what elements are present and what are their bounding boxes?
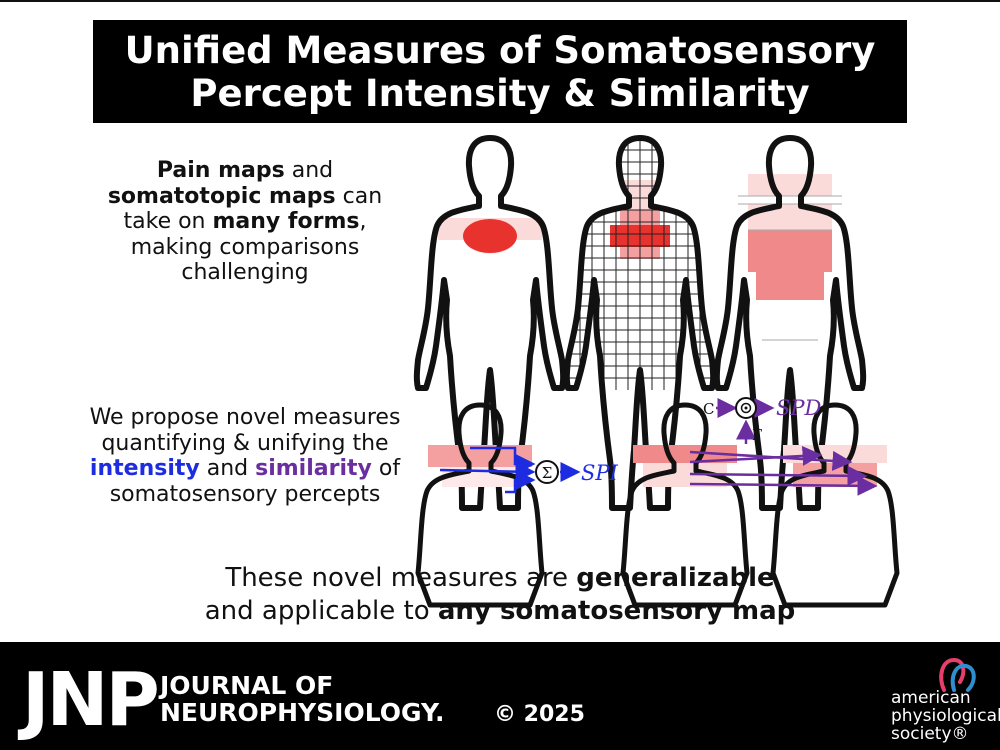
sigma-symbol: Σ	[542, 464, 553, 482]
spd-label: SPD	[776, 396, 822, 420]
intro-and: and	[284, 158, 334, 183]
footer-bar: JNP JOURNAL OF NEUROPHYSIOLOGY. © 2025 a…	[0, 642, 1000, 750]
intro-can-take: can take on	[123, 183, 383, 235]
copyright: © 2025	[494, 702, 585, 727]
conclusion-lead: These novel measures are	[225, 563, 577, 593]
intro-text: Pain maps and somatotopic maps can take …	[90, 158, 400, 286]
spi-label: SPI	[581, 461, 619, 485]
hadamard-inner-circle	[740, 402, 752, 414]
proposal-intensity: intensity	[89, 456, 200, 481]
intro-making: , making comparisons challenging	[130, 209, 367, 285]
proposal-lead: We propose novel measures quantifying & …	[89, 405, 401, 456]
conclusion-any-map: any somatosensory map	[437, 596, 796, 626]
proposal-similarity: similarity	[255, 456, 372, 481]
hadamard-dot	[744, 406, 748, 410]
spi-arrows	[439, 446, 581, 494]
region-upper-chest	[748, 174, 832, 196]
journal-name-line-1: JOURNAL OF	[160, 671, 334, 700]
conclusion-generalizable: generalizable	[576, 563, 775, 593]
body-figure-region-map	[717, 138, 863, 508]
spd-arrows	[689, 398, 878, 496]
spi-shoulder-region	[428, 445, 532, 467]
c-label: C	[703, 400, 714, 418]
intro-somatotopic-maps: somatotopic maps	[107, 183, 336, 209]
journal-name-line-2: NEUROPHYSIOLOGY.	[160, 698, 445, 727]
aps-line-1: american	[891, 688, 971, 708]
proposal-and: and	[199, 456, 256, 481]
region-abdomen	[748, 230, 832, 272]
jnp-logo: JNP	[22, 657, 160, 743]
sigma-circle	[535, 460, 559, 484]
aps-name: american physiological society®	[891, 689, 1000, 743]
body-figure-blob-map	[417, 138, 563, 508]
conclusion-applicable: and applicable to	[204, 596, 438, 626]
proposal-tail: of somatosensory percepts	[109, 456, 401, 507]
aps-line-3: society®	[891, 724, 969, 744]
sigma-node: Σ	[535, 460, 559, 484]
aps-line-2: physiological	[891, 706, 1000, 726]
region-divider-lines	[738, 195, 842, 341]
title-banner: Unified Measures of Somatosensory Percep…	[93, 20, 907, 123]
region-pelvis	[756, 272, 824, 300]
abdomen-pain-blob	[463, 219, 517, 253]
intro-pain-maps: Pain maps	[156, 158, 285, 183]
spd-left-shoulder	[633, 445, 737, 463]
figure-illustration: Σ SPI C Γ SPD	[0, 0, 1000, 642]
conclusion-text: These novel measures are generalizable a…	[100, 562, 900, 628]
proposal-text: We propose novel measures quantifying & …	[80, 405, 410, 507]
gamma-label: Γ	[752, 426, 762, 444]
hadamard-node	[735, 397, 757, 419]
title-line-1: Unified Measures of Somatosensory	[124, 28, 876, 72]
aps-logo-icon	[939, 657, 976, 692]
intro-many-forms: many forms	[212, 209, 360, 234]
journal-name: JOURNAL OF NEUROPHYSIOLOGY.	[160, 672, 444, 726]
title-line-2: Percept Intensity & Similarity	[190, 71, 810, 115]
top-rule	[0, 0, 1000, 2]
